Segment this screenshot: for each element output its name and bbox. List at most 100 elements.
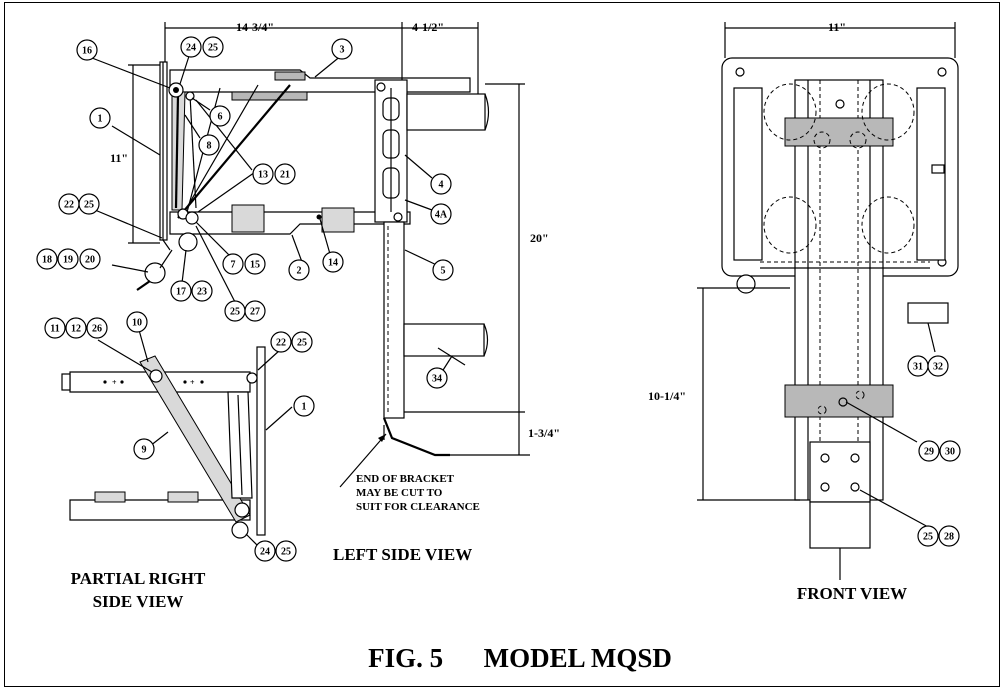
callout-number: 5 [441, 266, 446, 277]
callout-number: 24 [260, 547, 270, 558]
callout-c16: 16 [76, 39, 98, 61]
callout-c1a: 1 [89, 107, 111, 129]
dim-offset-top: 4-1/2" [412, 20, 444, 34]
callout-number: 9 [142, 445, 147, 456]
callout-c20: 20 [79, 248, 101, 270]
callout-number: 21 [280, 170, 290, 181]
callout-circle [275, 540, 297, 562]
callout-number: 26 [92, 324, 102, 335]
callout-c25e: 25 [275, 540, 297, 562]
callout-number: 25 [281, 547, 291, 558]
callout-circle [252, 163, 274, 185]
callout-circle [322, 251, 344, 273]
note-line-2: MAY BE CUT TO [356, 487, 443, 499]
callout-circle [331, 38, 353, 60]
callout-number: 31 [913, 362, 923, 373]
callout-circle [170, 280, 192, 302]
dim-bottom-right: 1-3/4" [528, 426, 560, 440]
svg-text:+: + [190, 378, 195, 387]
callout-c25f: 25 [917, 525, 939, 547]
callout-number: 24 [186, 43, 196, 54]
callout-c24b: 24 [254, 540, 276, 562]
callout-number: 28 [944, 532, 954, 543]
callout-circle [86, 317, 108, 339]
view-partial-right-1: PARTIAL RIGHT [71, 569, 206, 588]
callout-number: 25 [230, 307, 240, 318]
callout-c32: 32 [927, 355, 949, 377]
note-line-1: END OF BRACKET [356, 473, 455, 485]
dimension-labels: 14-3/4" 4-1/2" 11" 20" 1-3/4" 11" 10-1/4… [110, 20, 846, 440]
callout-circle [180, 36, 202, 58]
callout-c4a: 4A [430, 203, 452, 225]
drawing-frame [4, 2, 1000, 687]
callout-c7: 7 [222, 253, 244, 275]
callout-number: 10 [132, 318, 142, 329]
callout-circle [274, 163, 296, 185]
callout-circle [222, 253, 244, 275]
dim-width-top: 14-3/4" [236, 20, 274, 34]
callout-c18: 18 [36, 248, 58, 270]
callout-number: 29 [924, 447, 934, 458]
callout-circle [36, 248, 58, 270]
callout-c3: 3 [331, 38, 353, 60]
callout-circle [79, 248, 101, 270]
callout-circle [293, 395, 315, 417]
callout-c25a: 25 [202, 36, 224, 58]
dim-front-height: 10-1/4" [648, 389, 686, 403]
callout-c31: 31 [907, 355, 929, 377]
callout-c17: 17 [170, 280, 192, 302]
callout-number: 34 [432, 374, 442, 385]
callout-c26: 26 [86, 317, 108, 339]
callout-c11: 11 [44, 317, 66, 339]
callout-number: 1 [98, 114, 103, 125]
callout-number: 11 [50, 324, 59, 335]
callout-number: 25 [84, 200, 94, 211]
callout-c25b: 25 [78, 193, 100, 215]
callout-number: 25 [208, 43, 218, 54]
callout-number: 1 [302, 402, 307, 413]
callout-c5: 5 [432, 259, 454, 281]
callout-number: 6 [218, 112, 223, 123]
callout-number: 14 [328, 258, 338, 269]
callout-c4: 4 [430, 173, 452, 195]
callout-c22a: 22 [58, 193, 80, 215]
callout-number: 13 [258, 170, 268, 181]
callout-c29: 29 [918, 440, 940, 462]
dim-front-width: 11" [828, 20, 846, 34]
view-partial-right-2: SIDE VIEW [93, 592, 184, 611]
figure-title: FIG. 5 MODEL MQSD [368, 643, 672, 673]
callout-circle [927, 355, 949, 377]
callout-c25d: 25 [291, 331, 313, 353]
column [794, 79, 884, 501]
left-dimension-lines [91, 22, 530, 488]
callout-circle [288, 259, 310, 281]
callout-circle [426, 367, 448, 389]
callout-c8: 8 [198, 134, 220, 156]
callout-c2: 2 [288, 259, 310, 281]
callout-circle [65, 317, 87, 339]
callout-number: 12 [71, 324, 81, 335]
callout-circle [202, 36, 224, 58]
callout-number: 4 [439, 180, 444, 191]
callout-c34: 34 [426, 367, 448, 389]
callout-c25c: 25 [224, 300, 246, 322]
bottom-arm [169, 211, 411, 235]
callout-number: 20 [85, 255, 95, 266]
callout-number: 3 [340, 45, 345, 56]
callout-number: 15 [250, 260, 260, 271]
partial-right-side-view: + + [61, 329, 293, 553]
view-left-side: LEFT SIDE VIEW [333, 545, 472, 564]
callout-circle [918, 440, 940, 462]
callout-c12: 12 [65, 317, 87, 339]
callout-number: 18 [42, 255, 52, 266]
callout-number: 8 [207, 141, 212, 152]
callout-number: 22 [276, 338, 286, 349]
callout-number: 25 [297, 338, 307, 349]
callout-circle [191, 280, 213, 302]
callout-c13: 13 [252, 163, 274, 185]
callout-number: 22 [64, 200, 74, 211]
callout-c30: 30 [939, 440, 961, 462]
callout-circle [76, 39, 98, 61]
callout-circle [430, 173, 452, 195]
callout-c21: 21 [274, 163, 296, 185]
